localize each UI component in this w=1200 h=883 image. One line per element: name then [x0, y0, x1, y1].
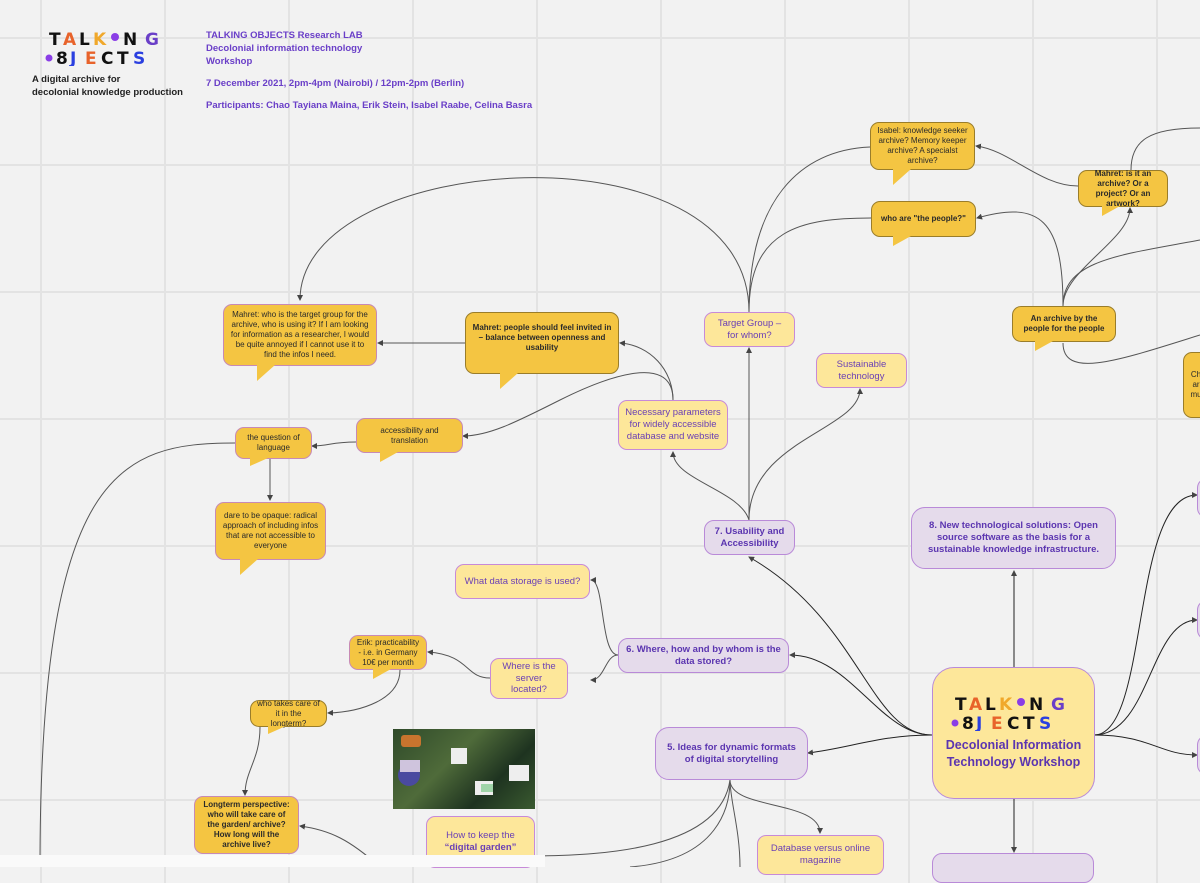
svg-text:E: E	[85, 49, 97, 66]
svg-text:G: G	[145, 30, 159, 50]
comment-language[interactable]: the question of language	[235, 427, 312, 459]
comment-who-people[interactable]: who are "the people?"	[871, 201, 976, 237]
tagline: A digital archive for decolonial knowled…	[32, 74, 183, 99]
comment-opaque[interactable]: dare to be opaque: radical approach of i…	[215, 502, 326, 560]
svg-text:8: 8	[962, 714, 974, 731]
leaf-target-group[interactable]: Target Group – for whom?	[704, 312, 795, 347]
comment-longterm[interactable]: Longterm perspective: who will take care…	[194, 796, 299, 854]
comment-isabel[interactable]: Isabel: knowledge seeker archive? Memory…	[870, 122, 975, 170]
svg-text:G: G	[1051, 695, 1065, 715]
leaf-necessary-parameters[interactable]: Necessary parameters for widely accessib…	[618, 400, 728, 450]
svg-text:A: A	[969, 695, 983, 715]
tagline-line-2: decolonial knowledge production	[32, 86, 183, 98]
topic-7-usability[interactable]: 7. Usability and Accessibility	[704, 520, 795, 555]
svg-text:J: J	[69, 49, 76, 66]
comment-by-people[interactable]: An archive by the people for the people	[1012, 306, 1116, 342]
svg-text:N: N	[123, 30, 137, 50]
leaf-data-storage[interactable]: What data storage is used?	[455, 564, 590, 599]
svg-text:S: S	[1039, 714, 1051, 731]
comment-mahret-invited[interactable]: Mahret: people should feel invited in – …	[465, 312, 619, 374]
digital-garden-image	[393, 729, 535, 809]
central-title: Decolonial Information Technology Worksh…	[945, 738, 1082, 769]
workshop-title: Decolonial information technology	[206, 43, 363, 54]
comment-accessibility-translation[interactable]: accessibility and translation	[356, 418, 463, 453]
svg-text:L: L	[985, 695, 996, 715]
comment-partial-right[interactable]: Ch ar mu	[1183, 352, 1200, 418]
svg-text:A: A	[63, 30, 77, 50]
svg-text:L: L	[79, 30, 90, 50]
topic-5-storytelling[interactable]: 5. Ideas for dynamic formats of digital …	[655, 727, 808, 780]
leaf-database-vs-magazine[interactable]: Database versus online magazine	[757, 835, 884, 875]
leaf-server-location[interactable]: Where is the server located?	[490, 658, 568, 699]
svg-text:T: T	[117, 49, 129, 66]
svg-text:K: K	[93, 30, 107, 50]
workshop-date: 7 December 2021, 2pm-4pm (Nairobi) / 12p…	[206, 78, 465, 89]
comment-mahret-archive[interactable]: Mahret: is it an archive? Or a project? …	[1078, 169, 1168, 208]
topic-8-tech-solutions[interactable]: 8. New technological solutions: Open sou…	[911, 507, 1116, 569]
svg-text:T: T	[955, 695, 967, 715]
comment-who-cares[interactable]: who takes care of it in the longterm?	[250, 699, 327, 728]
svg-text:T: T	[1023, 714, 1035, 731]
participants: Participants: Chao Tayiana Maina, Erik S…	[206, 100, 533, 111]
workshop-title-2: Workshop	[206, 56, 253, 67]
tagline-line-1: A digital archive for	[32, 74, 121, 85]
svg-text:K: K	[999, 695, 1013, 715]
comment-erik[interactable]: Erik: practicability - i.e. in Germany 1…	[349, 635, 427, 670]
svg-text:E: E	[991, 714, 1003, 731]
svg-text:J: J	[975, 714, 982, 731]
leaf-sustainable-technology[interactable]: Sustainable technology	[816, 353, 907, 388]
svg-text:8: 8	[56, 49, 68, 66]
lab-name: TALKING OBJECTS Research LAB	[206, 30, 363, 41]
topic-6-data-storage[interactable]: 6. Where, how and by whom is the data st…	[618, 638, 789, 673]
svg-text:N: N	[1029, 695, 1043, 715]
workshop-info: TALKING OBJECTS Research LAB Decolonial …	[206, 29, 532, 112]
svg-text:S: S	[133, 49, 145, 66]
comment-mahret-target[interactable]: Mahret: who is the target group for the …	[223, 304, 377, 366]
svg-text:C: C	[101, 49, 113, 66]
topic-4-partial[interactable]	[932, 853, 1094, 883]
svg-text:C: C	[1007, 714, 1019, 731]
bottom-strip	[0, 855, 545, 867]
svg-text:T: T	[49, 30, 61, 50]
